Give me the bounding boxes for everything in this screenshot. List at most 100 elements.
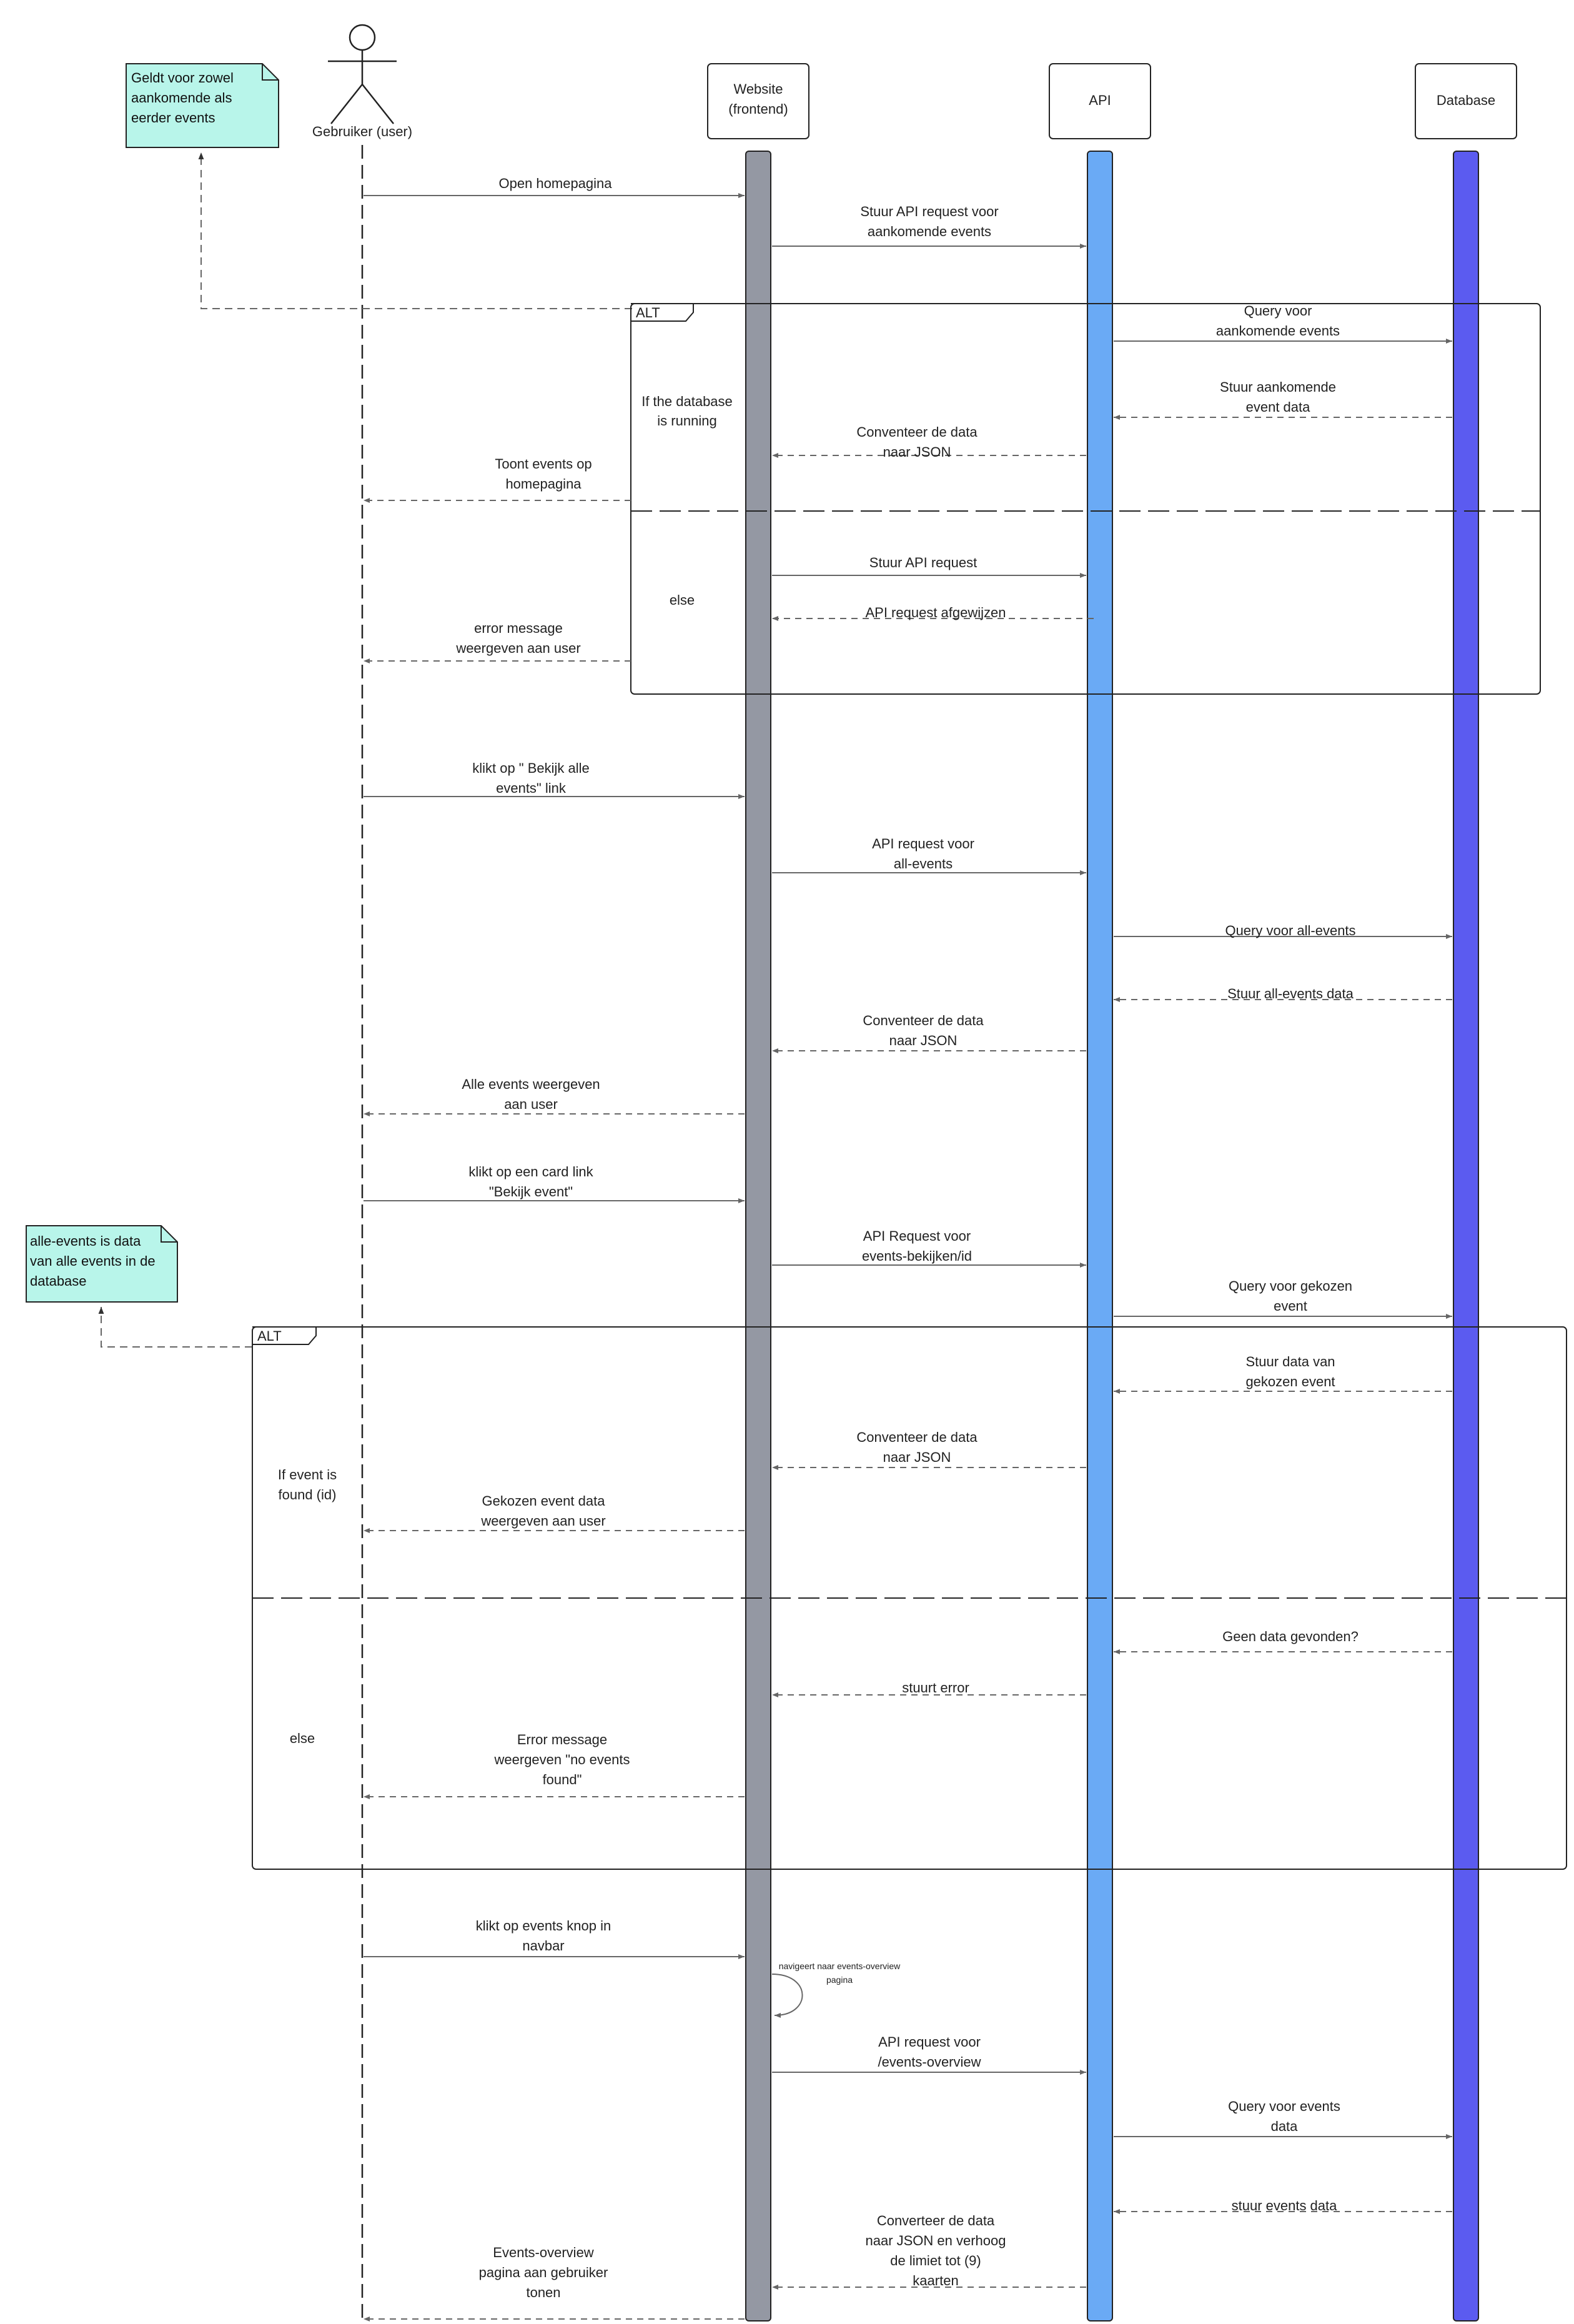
message-click-view-all-events: klikt op " Bekijk alle events" link bbox=[364, 760, 745, 799]
participant-api-label: API bbox=[1089, 92, 1111, 108]
api-activation-bar bbox=[1087, 151, 1113, 2322]
message-label: klikt op een card link bbox=[468, 1164, 593, 1179]
message-label: Stuur all-events data bbox=[1227, 986, 1354, 1001]
message-label: "Bekijk event" bbox=[489, 1184, 573, 1199]
message-send-upcoming-data: Stuur aankomende event data bbox=[1114, 379, 1452, 420]
message-label: aan user bbox=[504, 1096, 558, 1112]
note-all-events-connector bbox=[98, 1307, 252, 1348]
message-send-chosen-event-data: Stuur data van gekozen event bbox=[1114, 1354, 1452, 1394]
message-label: Query voor gekozen bbox=[1229, 1278, 1352, 1294]
message-label: pagina bbox=[826, 1975, 853, 1985]
message-api-request-rejected: API request afgewijzen bbox=[772, 605, 1094, 621]
message-convert-json-2: Conventeer de data naar JSON bbox=[772, 1013, 1086, 1053]
message-api-request-all-events: API request voor all-events bbox=[772, 836, 1086, 875]
message-label: events" link bbox=[496, 780, 567, 796]
alt-frame-1-guard-line1: If the database bbox=[641, 394, 733, 409]
message-label: kaarten bbox=[913, 2273, 958, 2288]
message-label: de limiet tot (9) bbox=[890, 2253, 981, 2268]
message-query-events-data: Query voor events data bbox=[1114, 2098, 1452, 2139]
message-label: naar JSON bbox=[889, 1033, 958, 1048]
message-label: naar JSON en verhoog bbox=[865, 2233, 1006, 2248]
message-error-no-events-found: Error message weergeven "no events found… bbox=[364, 1732, 745, 1799]
participant-website-label-line1: Website bbox=[733, 81, 783, 97]
message-convert-json-limit: Converteer de data naar JSON en verhoog … bbox=[772, 2213, 1086, 2290]
message-label: event data bbox=[1246, 399, 1311, 415]
participant-database: Database bbox=[1415, 63, 1517, 139]
message-send-all-events-data: Stuur all-events data bbox=[1114, 986, 1452, 1002]
message-label: API request voor bbox=[872, 836, 974, 852]
message-label: API Request voor bbox=[863, 1228, 971, 1244]
message-label: Stuur API request bbox=[869, 555, 977, 570]
message-send-events-data: stuur events data bbox=[1114, 2198, 1452, 2214]
message-label: Query voor bbox=[1244, 303, 1312, 319]
message-convert-json-1: Conventeer de data naar JSON bbox=[772, 424, 1086, 460]
message-label: event bbox=[1274, 1298, 1307, 1314]
message-label: stuur events data bbox=[1232, 2198, 1338, 2213]
message-label: all-events bbox=[894, 856, 953, 872]
message-show-overview-page: Events-overview pagina aan gebruiker ton… bbox=[364, 2245, 745, 2322]
message-label: weergeven aan user bbox=[455, 640, 580, 656]
message-label: Open homepagina bbox=[498, 176, 612, 191]
message-label: navigeert naar events-overview bbox=[779, 1961, 901, 1971]
alt-frame-1-else: else bbox=[670, 592, 695, 608]
stick-figure-icon bbox=[328, 24, 397, 124]
message-label: found" bbox=[543, 1772, 582, 1787]
message-label: Events-overview bbox=[493, 2245, 594, 2260]
message-api-request-event-id: API Request voor events-bekijken/id bbox=[772, 1228, 1086, 1268]
message-self-navigate-overview: navigeert naar events-overview pagina bbox=[771, 1961, 901, 2018]
message-label: naar JSON bbox=[883, 1449, 951, 1465]
message-click-card-link: klikt op een card link "Bekijk event" bbox=[364, 1164, 745, 1203]
note-all-events-line2: van alle events in de bbox=[30, 1253, 156, 1269]
message-no-data-found: Geen data gevonden? bbox=[1114, 1629, 1452, 1654]
message-label: Query voor events bbox=[1228, 2098, 1340, 2114]
message-api-request-upcoming: Stuur API request voor aankomende events bbox=[772, 204, 1086, 249]
note-upcoming-events-line1: Geldt voor zowel bbox=[131, 70, 234, 86]
alt-frame-2-guard-line2: found (id) bbox=[279, 1487, 337, 1502]
message-label: Stuur API request voor bbox=[860, 204, 998, 219]
note-upcoming-events-line3: eerder events bbox=[131, 110, 215, 126]
message-label: pagina aan gebruiker bbox=[479, 2265, 608, 2280]
message-label: /events-overview bbox=[878, 2054, 981, 2070]
message-label: naar JSON bbox=[883, 444, 951, 460]
alt-frame-1-tag: ALT bbox=[636, 305, 660, 320]
message-label: aankomende events bbox=[868, 224, 991, 239]
participant-database-label: Database bbox=[1437, 92, 1495, 108]
alt-frame-2-else: else bbox=[290, 1731, 315, 1746]
message-label: Query voor all-events bbox=[1225, 923, 1355, 938]
message-label: navbar bbox=[522, 1938, 564, 1954]
message-show-chosen-event: Gekozen event data weergeven aan user bbox=[364, 1493, 745, 1533]
note-upcoming-events-connector bbox=[198, 152, 632, 309]
message-label: Error message bbox=[517, 1732, 607, 1747]
message-label: Gekozen event data bbox=[482, 1493, 606, 1509]
message-open-homepagina: Open homepagina bbox=[364, 176, 745, 198]
message-label: homepagina bbox=[505, 476, 582, 492]
message-label: Stuur data van bbox=[1245, 1354, 1335, 1369]
message-label: data bbox=[1271, 2118, 1299, 2134]
message-label: Stuur aankomende bbox=[1220, 379, 1336, 395]
message-label: Geen data gevonden? bbox=[1222, 1629, 1359, 1644]
actor-user: Gebruiker (user) bbox=[312, 24, 412, 139]
message-label: aankomende events bbox=[1216, 323, 1340, 339]
message-label: weergeven "no events bbox=[494, 1752, 630, 1767]
participant-website: Website (frontend) bbox=[707, 63, 809, 139]
message-query-all-events: Query voor all-events bbox=[1114, 923, 1452, 939]
message-show-all-events: Alle events weergeven aan user bbox=[364, 1076, 745, 1116]
note-all-events: alle-events is data van alle events in d… bbox=[26, 1225, 178, 1303]
message-label: klikt op events knop in bbox=[476, 1918, 611, 1934]
note-upcoming-events: Geldt voor zowel aankomende als eerder e… bbox=[126, 63, 279, 148]
alt-frame-2-guard-line1: If event is bbox=[278, 1467, 337, 1482]
alt-frame-1-guard-line2: is running bbox=[657, 413, 716, 429]
alt-frame-database-running: ALT If the database is running else bbox=[630, 303, 1541, 695]
message-click-events-navbar: klikt op events knop in navbar bbox=[364, 1918, 745, 1959]
participant-website-label-line2: (frontend) bbox=[728, 101, 788, 117]
message-label: tonen bbox=[526, 2285, 560, 2300]
message-label: Conventeer de data bbox=[856, 424, 978, 440]
message-query-chosen-event: Query voor gekozen event bbox=[1114, 1278, 1452, 1319]
message-label: Toont events op bbox=[495, 456, 591, 472]
database-activation-bar bbox=[1453, 151, 1479, 2322]
alt-frame-event-found: ALT If event is found (id) else bbox=[252, 1326, 1567, 1870]
note-all-events-line3: database bbox=[30, 1273, 87, 1289]
message-send-api-request: Stuur API request bbox=[772, 555, 1086, 578]
note-upcoming-events-line2: aankomende als bbox=[131, 90, 232, 106]
message-query-upcoming: Query voor aankomende events bbox=[1114, 303, 1452, 344]
